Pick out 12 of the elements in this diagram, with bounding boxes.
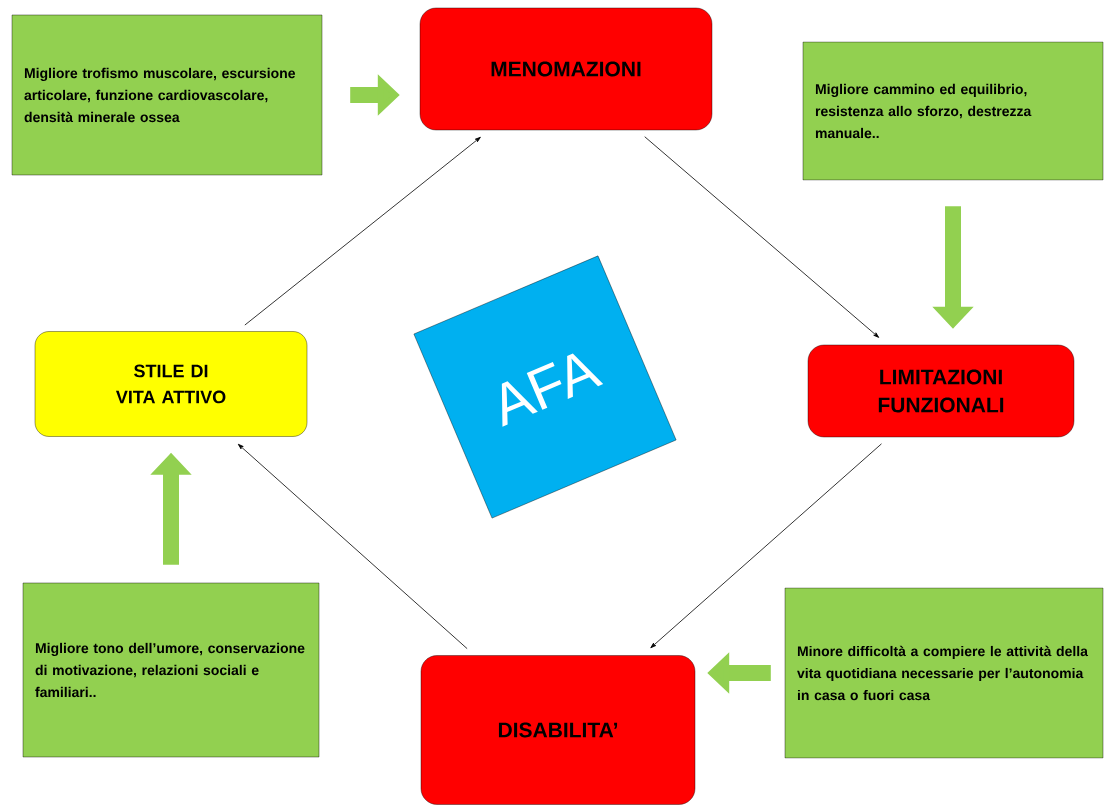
benefit-box: Migliore trofismo muscolare, escursione articolare, funzione cardiovascolare, densità minerale ossea bbox=[11, 14, 323, 176]
stage-box: MENOMAZIONI bbox=[419, 7, 713, 131]
arrow bbox=[650, 443, 882, 649]
stage-box: LIMITAZIONI FUNZIONALI bbox=[807, 344, 1075, 438]
benefit-box: Minore difficoltà a compiere le attività della vita quotidiana necessarie per l’autonomia in casa o fuori casa bbox=[784, 587, 1104, 759]
arrow bbox=[644, 136, 880, 338]
stage-box: DISABILITA’ bbox=[420, 655, 696, 805]
benefit-box: Migliore tono dell’umore, conservazione di motivazione, relazioni sociali e familiari.. bbox=[22, 582, 320, 758]
benefit-box: Migliore cammino ed equilibrio, resistenza allo sforzo, destrezza manuale.. bbox=[802, 41, 1104, 181]
arrow bbox=[237, 443, 468, 650]
arrow bbox=[244, 136, 481, 326]
goal-box: STILE DI VITA ATTIVO bbox=[34, 331, 308, 437]
